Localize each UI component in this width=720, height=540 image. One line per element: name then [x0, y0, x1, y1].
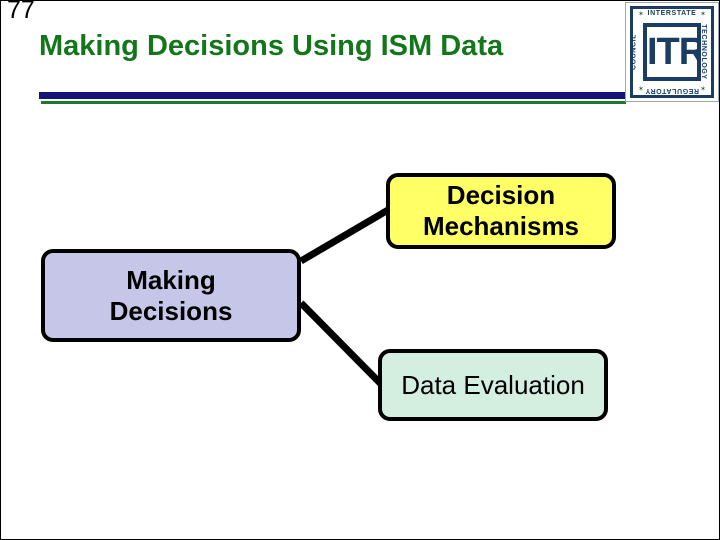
slide-number: 77: [7, 0, 35, 24]
itrc-logo: ✶ ✶ ✶ ✶ INTERSTATE TECHNOLOGY REGULATORY…: [625, 2, 719, 102]
star-icon: ✶: [700, 86, 706, 93]
logo-mark-itrc: ITRC: [643, 23, 701, 81]
edge-making-decisions-to-decision-mechanisms: [299, 206, 390, 265]
star-icon: ✶: [638, 11, 644, 18]
node-data-evaluation[interactable]: Data Evaluation: [378, 349, 608, 421]
logo-word-interstate: INTERSTATE: [647, 10, 697, 17]
node-label: Making Decisions: [109, 264, 233, 326]
divider-navy: [39, 92, 626, 99]
divider-green: [41, 101, 626, 104]
node-label: Decision Mechanisms: [422, 180, 580, 241]
page-title: Making Decisions Using ISM Data: [39, 30, 504, 62]
logo-frame: ✶ ✶ ✶ ✶ INTERSTATE TECHNOLOGY REGULATORY…: [630, 6, 714, 98]
star-icon: ✶: [700, 11, 706, 18]
node-label: Data Evaluation: [401, 369, 585, 400]
node-making-decisions[interactable]: Making Decisions: [41, 249, 301, 342]
star-icon: ✶: [638, 86, 644, 93]
node-decision-mechanisms[interactable]: Decision Mechanisms: [386, 173, 616, 249]
edge-making-decisions-to-data-evaluation: [298, 300, 384, 387]
